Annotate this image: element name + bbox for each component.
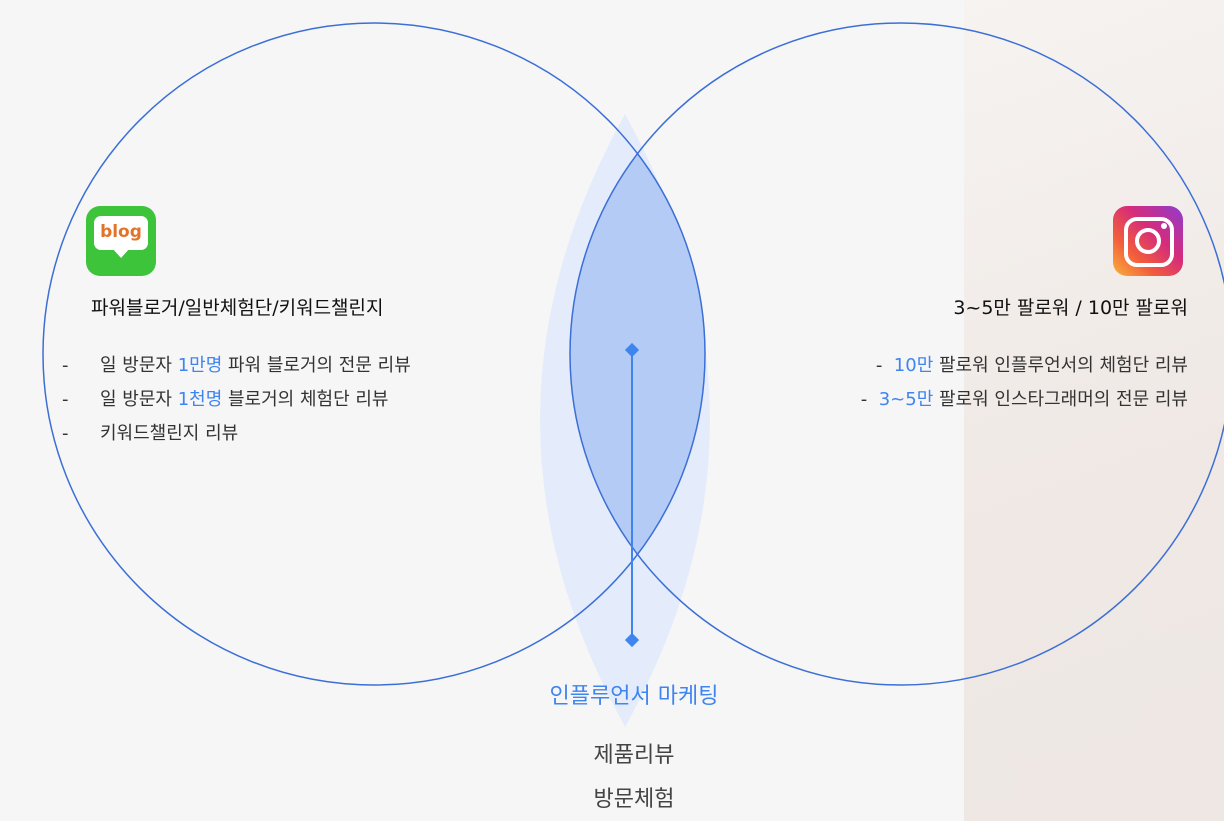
center-item-product-review: 제품리뷰 <box>593 743 675 768</box>
left-circle <box>42 22 706 686</box>
left-bullet-list: - 일 방문자 1만명 파워 블로거의 전문 리뷰 - 일 방문자 1천명 블로거의… <box>62 349 411 451</box>
bullet-text: 블로거의 체험단 리뷰 <box>222 389 389 410</box>
left-bullet-item: - 일 방문자 1천명 블로거의 체험단 리뷰 <box>62 383 411 417</box>
bullet-text: 팔로워 인스타그래머의 전문 리뷰 <box>933 389 1188 410</box>
instagram-dot <box>1161 223 1167 229</box>
left-bullet-item: - 일 방문자 1만명 파워 블로거의 전문 리뷰 <box>62 349 411 383</box>
blog-bubble <box>94 216 148 250</box>
left-bullet-item: - 키워드챌린지 리뷰 <box>62 417 411 451</box>
bullet-dash: - <box>875 355 883 376</box>
bullet-dash: - <box>860 389 868 410</box>
center-item-visit-experience: 방문체험 <box>593 787 675 812</box>
bullet-highlight: 3~5만 <box>878 389 934 410</box>
instagram-icon <box>1113 206 1183 276</box>
bullet-text: 일 방문자 <box>100 389 178 410</box>
right-bullet-item: - 10만 팔로워 인플루언서의 체험단 리뷰 <box>861 349 1188 383</box>
blog-bubble-tail <box>112 248 130 258</box>
left-heading: 파워블로거/일반체험단/키워드챌린지 <box>91 297 384 319</box>
bullet-text: 팔로워 인플루언서의 체험단 리뷰 <box>933 355 1188 376</box>
instagram-lens <box>1135 228 1161 254</box>
bullet-text: 일 방문자 <box>100 355 178 376</box>
instagram-frame <box>1124 217 1174 267</box>
right-heading: 3~5만 팔로워 / 10만 팔로워 <box>953 297 1188 319</box>
bullet-dash: - <box>62 423 69 444</box>
right-bullet-item: - 3~5만 팔로워 인스타그래머의 전문 리뷰 <box>861 383 1188 417</box>
bullet-dash: - <box>62 355 69 376</box>
naver-blog-icon: blog <box>86 206 156 276</box>
bullet-text: 파워 블로거의 전문 리뷰 <box>222 355 411 376</box>
bullet-highlight: 10만 <box>893 355 934 376</box>
connector-diamond-bottom <box>624 632 640 648</box>
right-circle <box>569 22 1224 686</box>
background-photo-area <box>964 0 1224 821</box>
center-title: 인플루언서 마케팅 <box>549 684 719 709</box>
bullet-dash: - <box>62 389 69 410</box>
bullet-highlight: 1천명 <box>177 389 223 410</box>
bullet-text: 키워드챌린지 리뷰 <box>100 423 239 444</box>
bullet-highlight: 1만명 <box>177 355 223 376</box>
connector-diamond-top <box>624 342 640 358</box>
right-bullet-list: - 10만 팔로워 인플루언서의 체험단 리뷰 - 3~5만 팔로워 인스타그래… <box>861 349 1188 417</box>
blog-logo-text: blog <box>100 222 142 242</box>
